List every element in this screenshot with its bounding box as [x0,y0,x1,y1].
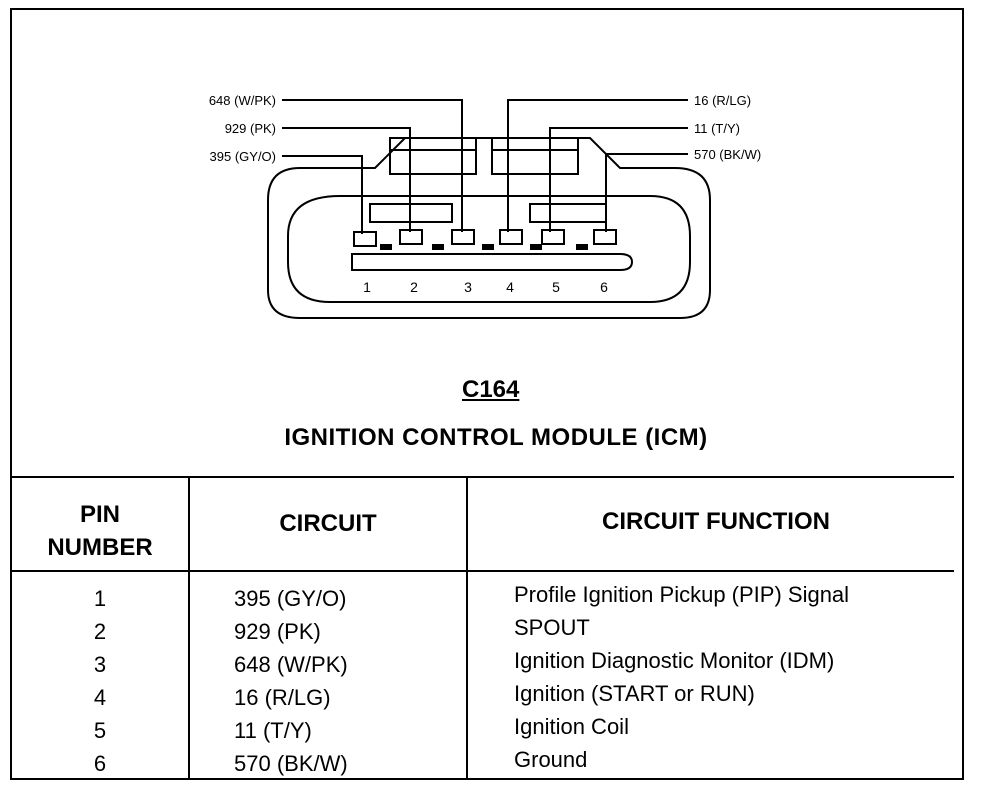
table-row-pin: 6 [93,751,107,776]
table-row-function: SPOUT [514,615,590,640]
table-column-divider [466,476,468,780]
locking-tab-left [389,137,477,175]
connector-outer-shell [267,137,711,319]
small-contact [530,244,542,250]
small-contact [432,244,444,250]
wire-leader-11 [549,127,688,232]
table-top-rule [10,476,954,478]
bottom-slot [351,253,634,271]
connector-diagram: 648 (W/PK) 929 (PK) 395 (GY/O) 16 (R/LG)… [209,93,761,319]
pin-number-label: 3 [464,279,472,295]
wire-label-right: 16 (R/LG) [694,93,751,108]
pin-column: 1 2 3 4 5 6 [12,582,188,780]
pin-terminal-4 [499,229,523,245]
pin-number-label: 4 [506,279,514,295]
table-row-circuit: 395 (GY/O) [234,586,347,611]
circuit-column: 395 (GY/O) 929 (PK) 648 (W/PK) 16 (R/LG)… [234,582,464,780]
table-row-pin: 4 [93,685,107,710]
table-row-function: Ground [514,747,588,772]
wire-label-left: 395 (GY/O) [210,149,276,164]
pin-number-label: 5 [552,279,560,295]
wire-label-right: 11 (T/Y) [694,121,740,136]
pin-number-label: 1 [363,279,371,295]
table-row-circuit: 929 (PK) [234,619,321,644]
header-circuit: CIRCUIT [279,510,377,537]
wire-leader-395 [282,155,363,234]
header-pin-number: PIN NUMBER [12,498,188,564]
table-row-function: Profile Ignition Pickup (PIP) Signal [514,582,850,607]
pin-terminal-2 [399,229,423,245]
table-row-pin: 1 [93,586,107,611]
connector-inner-shroud [287,195,691,303]
header-circuit-function: CIRCUIT FUNCTION [602,508,830,535]
wire-leader-929 [282,127,411,232]
header-pin-line1: PIN [79,501,120,528]
table-row-circuit: 570 (BK/W) [234,751,348,776]
pin-terminal-6 [593,229,617,245]
module-title: IGNITION CONTROL MODULE (ICM) [284,424,708,451]
locking-tab-right [491,137,579,175]
table-row-pin: 3 [93,652,107,677]
wire-leader-648 [282,99,463,232]
key-rib-right [529,203,607,223]
wire-leader-16 [507,99,688,232]
small-contact [380,244,392,250]
table-row-circuit: 11 (T/Y) [234,718,312,743]
diagram-frame [10,8,964,780]
table-column-divider [188,476,190,780]
pin-terminal-5 [541,229,565,245]
pin-terminal-1 [353,231,377,247]
pin-number-label: 2 [410,279,418,295]
wire-label-left: 648 (W/PK) [209,93,276,108]
table-row-pin: 5 [93,718,107,743]
small-contact [576,244,588,250]
table-row-function: Ignition (START or RUN) [514,681,755,706]
table-row-function: Ignition Diagnostic Monitor (IDM) [514,648,835,673]
header-pin-line2: NUMBER [47,534,153,561]
table-row-circuit: 648 (W/PK) [234,652,348,677]
table-row-pin: 2 [93,619,107,644]
table-row-circuit: 16 (R/LG) [234,685,331,710]
wire-label-right: 570 (BK/W) [694,147,761,162]
wire-label-left: 929 (PK) [225,121,276,136]
pin-number-label: 6 [600,279,608,295]
connector-id: C164 [462,376,520,403]
table-row-function: Ignition Coil [514,714,629,739]
table-header-rule [10,570,954,572]
wire-leader-570 [605,153,688,232]
function-column: Profile Ignition Pickup (PIP) Signal SPO… [514,578,954,776]
small-contact [482,244,494,250]
pin-terminal-3 [451,229,475,245]
